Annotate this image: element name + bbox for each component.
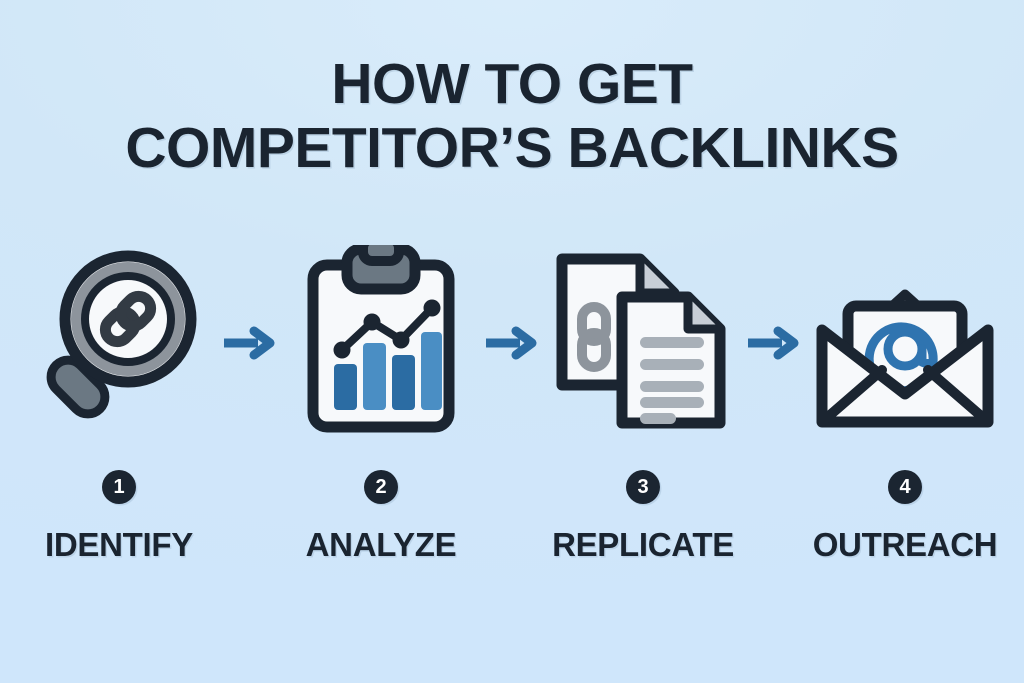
step-3-icon-cell <box>543 243 743 443</box>
documents-link-icon <box>548 245 738 442</box>
arrow-3-to-4 <box>743 243 805 443</box>
step-1-label-cell: 1 IDENTIFY <box>19 470 219 564</box>
envelope-at-icon <box>810 248 1000 439</box>
title-line-2: COMPETITOR’S BACKLINKS <box>125 116 899 180</box>
step-2-label: ANALYZE <box>305 526 457 563</box>
step-4-label: OUTREACH <box>812 526 998 563</box>
title-line-1: HOW TO GET <box>331 52 693 116</box>
step-1-badge: 1 <box>102 470 136 504</box>
step-4-icon-cell <box>805 243 1005 443</box>
step-3-label: REPLICATE <box>552 526 734 563</box>
step-4-label-cell: 4 OUTREACH <box>805 470 1005 564</box>
step-4-badge: 4 <box>888 470 922 504</box>
step-3-label-cell: 3 REPLICATE <box>543 470 743 564</box>
steps-icon-row <box>0 233 1024 448</box>
steps-label-row: 1 IDENTIFY 2 ANALYZE 3 REPLICATE 4 OUTRE… <box>0 470 1024 564</box>
step-2-label-cell: 2 ANALYZE <box>281 470 481 564</box>
step-2-badge: 2 <box>364 470 398 504</box>
arrow-1-to-2 <box>219 243 281 443</box>
magnifying-glass-link-icon <box>29 246 209 441</box>
page-title: HOW TO GET COMPETITOR’S BACKLINKS <box>0 52 1024 180</box>
step-1-label: IDENTIFY <box>45 526 193 563</box>
step-2-icon-cell <box>281 233 481 443</box>
clipboard-chart-icon <box>301 233 461 442</box>
step-3-badge: 3 <box>626 470 660 504</box>
step-1-icon-cell <box>19 243 219 443</box>
arrow-2-to-3 <box>481 243 543 443</box>
